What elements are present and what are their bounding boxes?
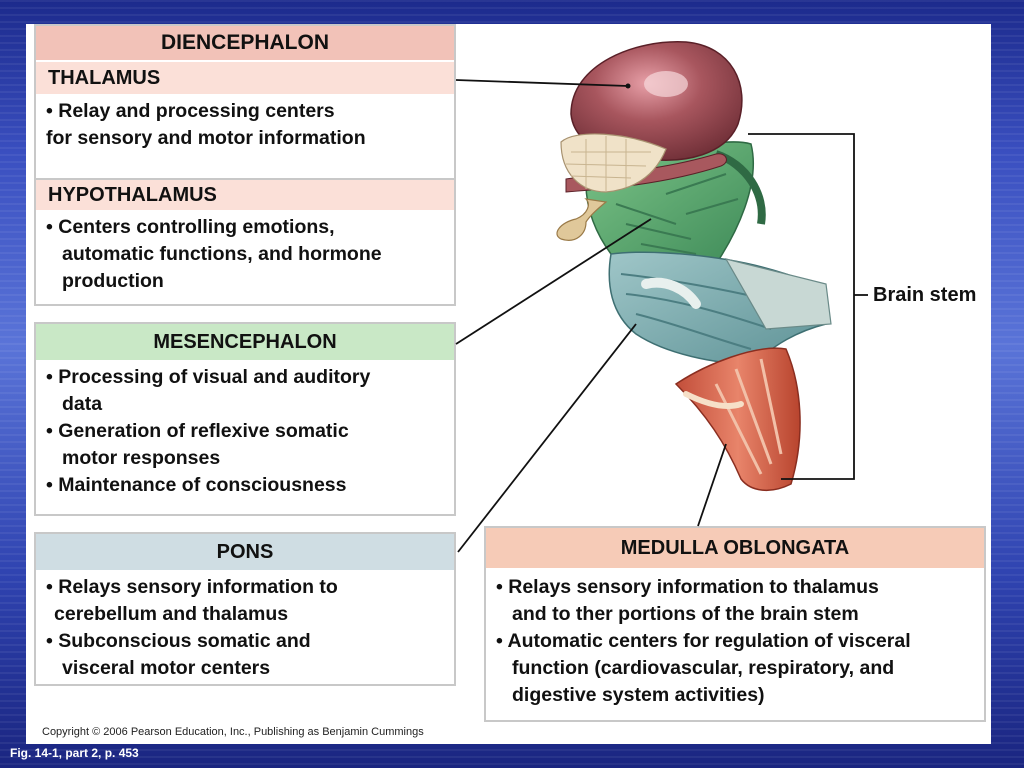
thalamus-bullet-1-cont: for sensory and motor information [46,127,366,149]
pons-title: PONS [36,534,454,570]
brain-stem-illustration [455,41,868,553]
thalamus-bullet-1: • Relay and processing centers [46,100,335,122]
medulla-bullet-2: • Automatic centers for regulation of vi… [496,630,911,652]
thalamus-leader-line [455,79,629,87]
mesencephalon-bullet-2: • Generation of reflexive somatic [46,420,349,442]
brain-stem-bracket [748,133,855,480]
diencephalon-box: DIENCEPHALON THALAMUS • Relay and proces… [34,24,456,306]
copyright-notice: Copyright © 2006 Pearson Education, Inc.… [42,726,424,738]
mesencephalon-bullet-1-cont: data [62,393,103,415]
pons-box: PONS • Relays sensory information to cer… [34,532,456,686]
thalamus-title: THALAMUS [36,60,454,94]
medulla-title: MEDULLA OBLONGATA [486,528,984,568]
medulla-bullet-1: • Relays sensory information to thalamus [496,576,879,598]
pons-leader-line [457,323,637,553]
slide-canvas: DIENCEPHALON THALAMUS • Relay and proces… [26,24,991,744]
mesencephalon-bullet-3: • Maintenance of consciousness [46,474,347,496]
medulla-shape [674,347,801,491]
hypothalamus-bullet-1: • Centers controlling emotions, [46,216,335,238]
mesencephalon-bullet-1: • Processing of visual and auditory [46,366,371,388]
hypothalamus-description: • Centers controlling emotions, automati… [36,210,454,295]
brain-stem-label: Brain stem [873,284,977,306]
medulla-bullet-1-cont: and to ther portions of the brain stem [512,603,859,625]
pons-shape [608,251,832,365]
thalamus-shape [560,41,743,193]
pons-description: • Relays sensory information to cerebell… [36,570,454,682]
pons-bullet-1-cont: cerebellum and thalamus [54,603,289,625]
leader-lines [455,79,868,553]
pons-bullet-2: • Subconscious somatic and [46,630,311,652]
hypothalamus-title: HYPOTHALAMUS [36,178,454,210]
thalamus-description: • Relay and processing centers for senso… [36,94,454,178]
diencephalon-title: DIENCEPHALON [36,26,454,60]
medulla-bullet-2-cont-a: function (cardiovascular, respiratory, a… [512,657,895,679]
thalamus-leader-dot [625,83,631,89]
pituitary-shape [556,198,608,241]
hypothalamus-bullet-1-cont-a: automatic functions, and hormone [62,243,382,265]
mesencephalon-bullet-2-cont: motor responses [62,447,221,469]
pons-bullet-1: • Relays sensory information to [46,576,338,598]
mesencephalon-title: MESENCEPHALON [36,324,454,360]
mesencephalon-description: • Processing of visual and auditory data… [36,360,454,499]
medulla-description: • Relays sensory information to thalamus… [486,568,984,709]
medulla-bullet-2-cont-b: digestive system activities) [512,684,765,706]
pons-bullet-2-cont: visceral motor centers [62,657,271,679]
mesencephalon-leader-line [455,218,652,345]
medulla-box: MEDULLA OBLONGATA • Relays sensory infor… [484,526,986,722]
hypothalamus-bullet-1-cont-b: production [62,270,164,292]
medulla-leader-line [697,443,727,527]
mesencephalon-box: MESENCEPHALON • Processing of visual and… [34,322,456,516]
figure-reference: Fig. 14-1, part 2, p. 453 [10,746,139,760]
